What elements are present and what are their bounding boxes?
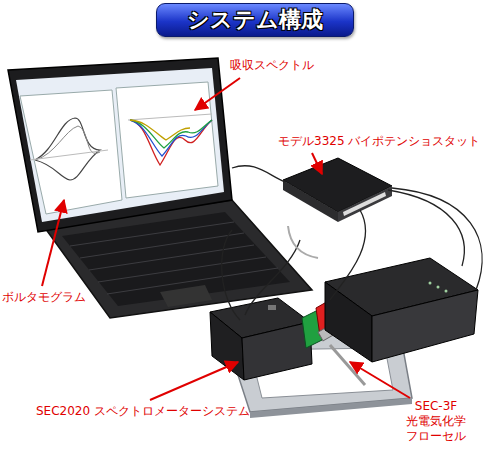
callout-label: ボルタモグラム — [2, 290, 86, 305]
callout-label: SEC2020 スペクトロメーターシステム — [36, 404, 250, 419]
potentiostat — [283, 158, 392, 222]
laptop — [8, 58, 312, 318]
callout-label: 吸収スペクトル — [230, 58, 314, 73]
cables — [222, 166, 482, 320]
callout-label: SEC-3F 光電気化学 フローセル — [396, 399, 476, 444]
callout-label: モデル3325 バイポテンショスタット — [278, 134, 480, 149]
leader-arrows — [42, 78, 410, 400]
title-text: システム構成 — [187, 7, 323, 32]
fiber — [288, 226, 318, 258]
light-source — [325, 258, 478, 362]
title-banner: システム構成 — [156, 3, 354, 37]
